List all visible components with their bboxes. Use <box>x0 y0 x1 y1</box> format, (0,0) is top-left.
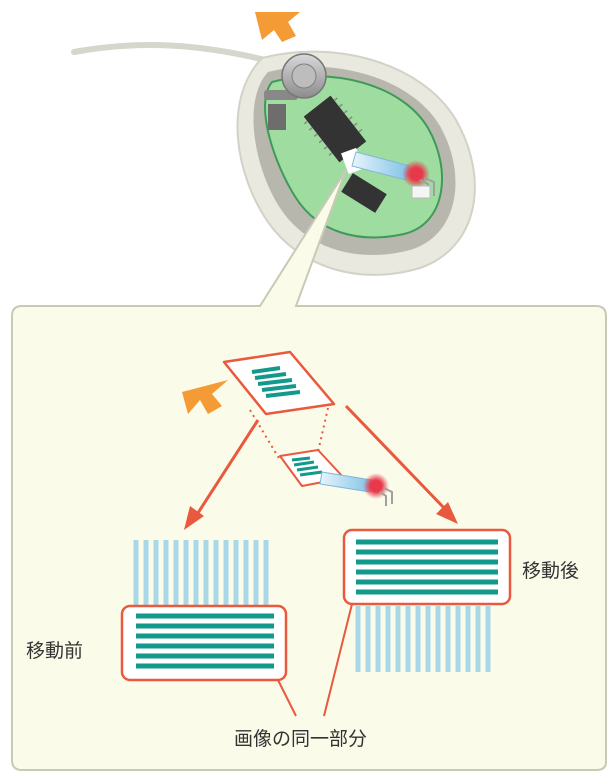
surface-sample-large <box>222 350 336 416</box>
red-led-icon <box>402 160 435 198</box>
orange-direction-arrow-icon <box>255 12 300 42</box>
mouse-illustration <box>71 12 476 276</box>
surface-sample-small <box>279 449 393 506</box>
caption-leader-lines <box>277 603 353 717</box>
image-after <box>342 528 512 672</box>
board-connector <box>411 185 431 199</box>
projection-lines <box>249 407 329 461</box>
image-before <box>120 540 288 682</box>
highlight-box-after <box>342 528 512 606</box>
mouse-cable <box>71 42 268 63</box>
label-after: 移動後 <box>522 560 580 582</box>
scroll-wheel-icon <box>264 53 327 130</box>
sensor-chip <box>341 173 387 213</box>
red-led-icon <box>363 473 393 506</box>
processor-chip <box>303 95 367 163</box>
arrow-to-after <box>344 404 458 524</box>
label-before: 移動前 <box>26 640 84 662</box>
orange-direction-arrow-icon <box>182 380 228 414</box>
label-same-part: 画像の同一部分 <box>234 728 368 750</box>
arrow-to-before <box>184 419 260 530</box>
